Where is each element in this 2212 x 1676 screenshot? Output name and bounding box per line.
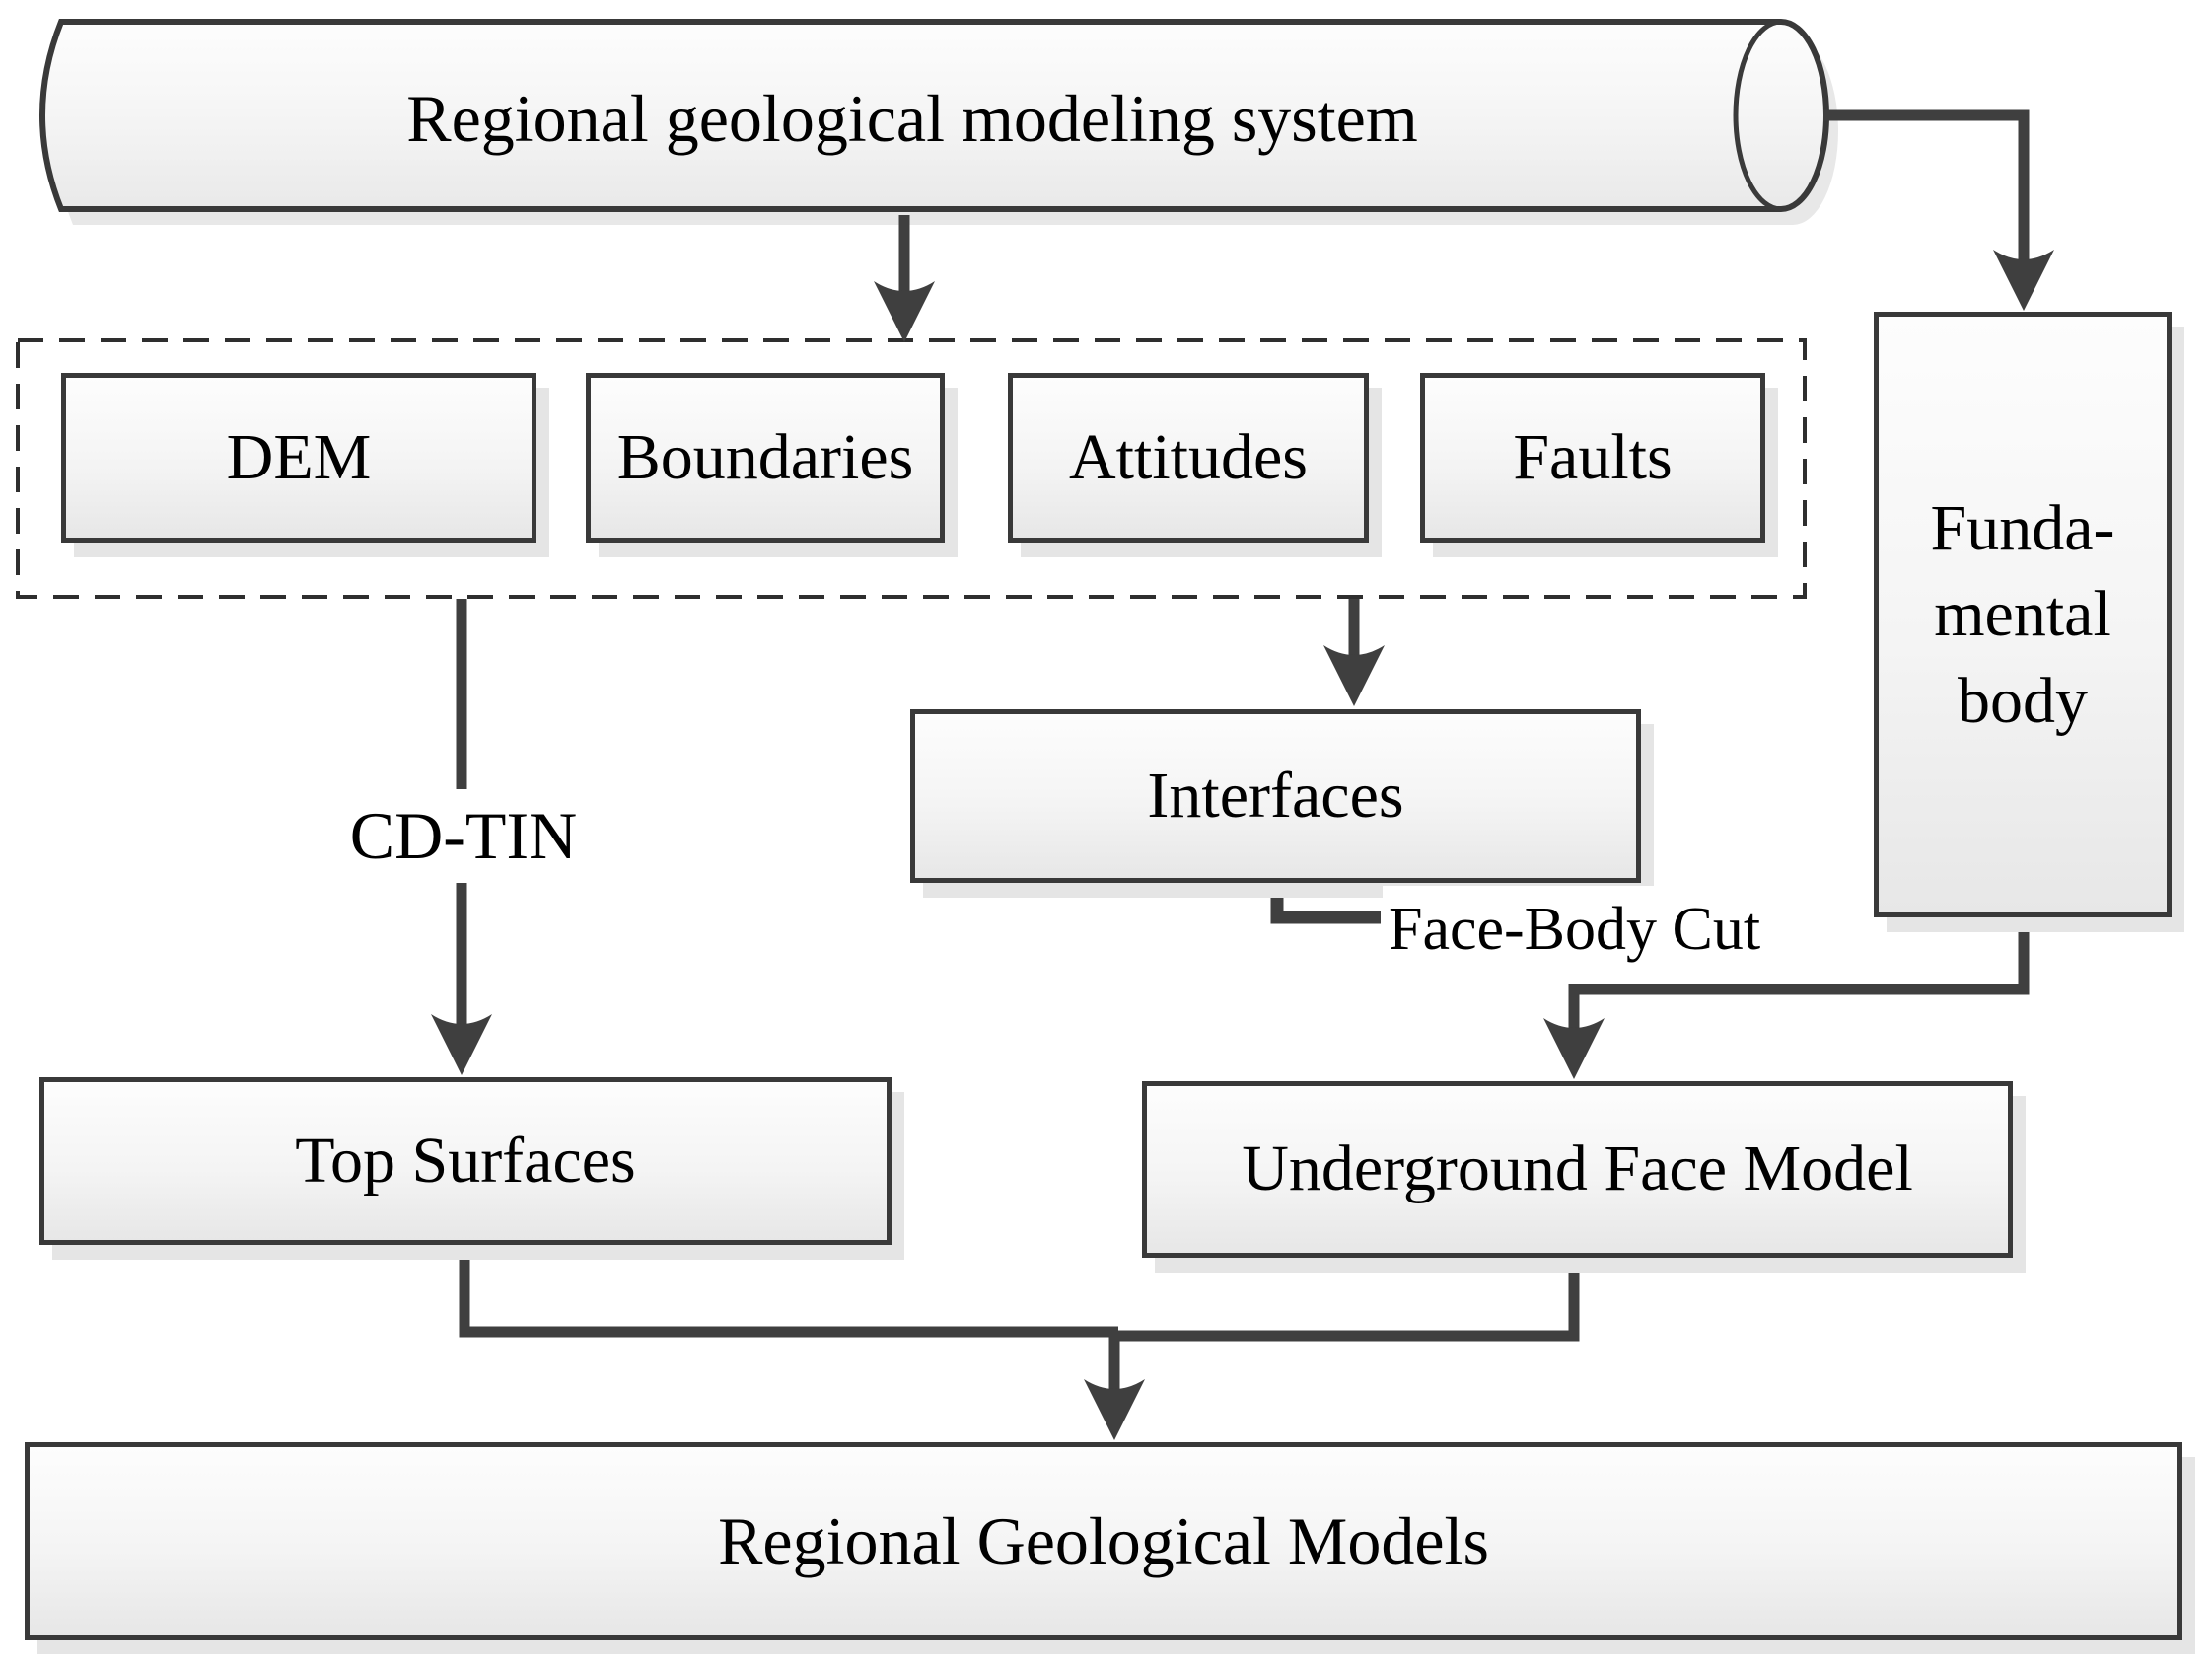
fundamental-body-line1: Funda-: [1930, 492, 2115, 565]
input-group-dashed-border: [16, 338, 1807, 599]
edge-label-face-body-cut: Face-Body Cut: [1383, 886, 1767, 973]
arrowhead-to-group: [874, 281, 935, 342]
cylinder-cap-arc: [1733, 19, 1782, 212]
arrowhead-to-interfaces: [1323, 645, 1385, 706]
node-interfaces-label: Interfaces: [1147, 759, 1404, 832]
node-dem-label: DEM: [226, 420, 372, 493]
edge-facebody-elbow: [1270, 881, 1381, 924]
node-underground-face-model-label: Underground Face Model: [1242, 1132, 1913, 1205]
system-cylinder-shape: [39, 19, 1829, 212]
fundamental-body-line2: mental: [1934, 578, 2111, 651]
edge-cylinder-to-fundamental: [1823, 109, 2030, 261]
node-boundaries-label: Boundaries: [616, 420, 914, 493]
node-fundamental-body: Funda- mental body: [1874, 312, 2172, 917]
arrowheads: [431, 250, 2054, 1440]
node-dem: DEM: [61, 373, 536, 543]
node-attitudes-label: Attitudes: [1069, 420, 1308, 493]
arrowhead-to-topsurfaces: [431, 1014, 492, 1075]
node-interfaces: Interfaces: [910, 709, 1641, 883]
node-boundaries: Boundaries: [586, 373, 945, 543]
arrowhead-to-underground: [1543, 1018, 1605, 1079]
edge-label-cd-tin: CD-TIN: [296, 789, 631, 883]
node-regional-geological-models-label: Regional Geological Models: [718, 1502, 1489, 1578]
fundamental-body-line3: body: [1958, 664, 2088, 737]
arrowhead-to-final: [1084, 1379, 1145, 1440]
arrowhead-to-fundamental: [1993, 250, 2054, 311]
edge-fundamental-to-underground: [1568, 919, 2030, 1030]
node-top-surfaces-label: Top Surfaces: [295, 1124, 636, 1197]
node-faults-label: Faults: [1513, 420, 1673, 493]
edge-topsurfaces-down: [459, 1243, 1118, 1338]
node-top-surfaces: Top Surfaces: [39, 1077, 892, 1245]
node-faults: Faults: [1420, 373, 1765, 543]
node-underground-face-model: Underground Face Model: [1142, 1081, 2013, 1258]
edge-underground-down: [1114, 1260, 1580, 1342]
system-cylinder-title: Regional geological modeling system: [406, 81, 1418, 156]
node-regional-geological-models: Regional Geological Models: [25, 1442, 2182, 1640]
node-attitudes: Attitudes: [1008, 373, 1369, 543]
